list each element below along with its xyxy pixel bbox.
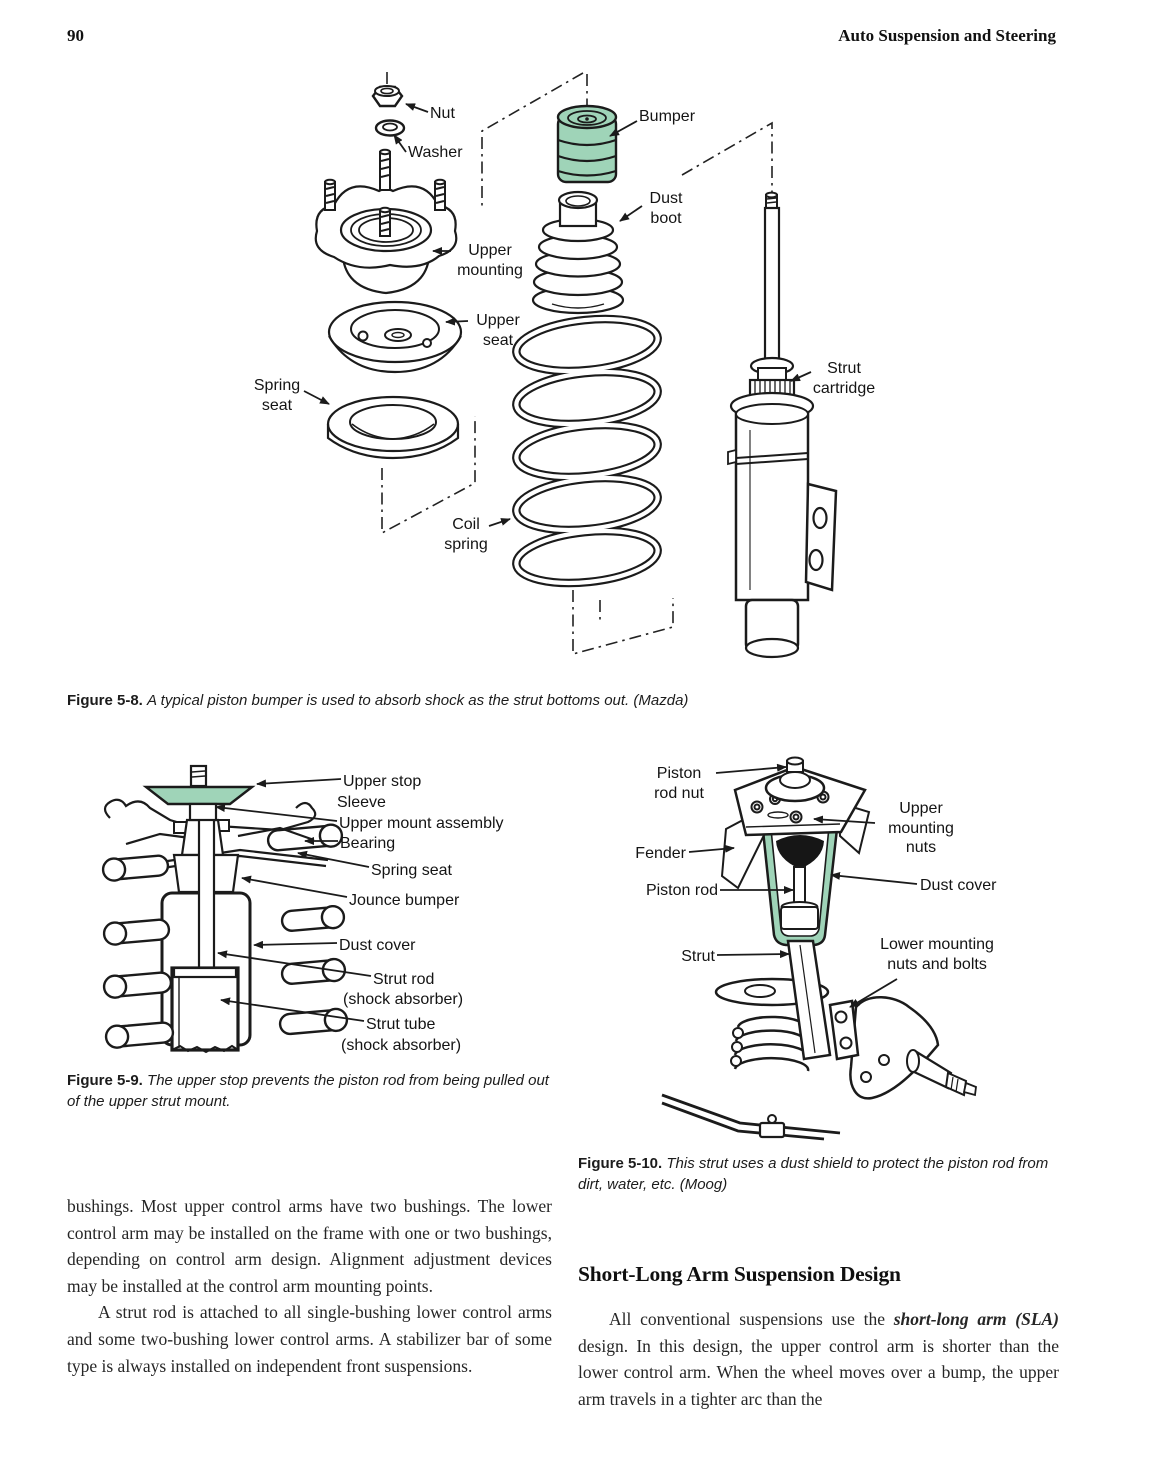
figure-5-10-caption-text: This strut uses a dust shield to protect… (578, 1155, 1049, 1193)
section-heading-sla: Short-Long Arm Suspension Design (578, 1262, 901, 1286)
label-dust-boot: Dust boot (649, 190, 683, 227)
label-bearing: Bearing (340, 835, 396, 852)
label-strut: Strut (681, 948, 715, 965)
page-number: 90 (67, 26, 84, 45)
upper-seat-drawing (327, 300, 463, 374)
label-spring-seat-59: Spring seat (371, 862, 452, 879)
figure-5-9-strut-section-diagram: Upper stop Sleeve Upper mount assembly B… (90, 762, 575, 1067)
label-nut: Nut (430, 105, 455, 122)
label-upper-mounting: Upper mounting (457, 242, 523, 279)
label-spring-seat: Spring seat (253, 377, 301, 414)
upper-mounting-plate-drawing (733, 756, 867, 837)
figure-5-8-caption-text: A typical piston bumper is used to absor… (147, 692, 689, 709)
label-upper-mount-assembly: Upper mount assembly (339, 815, 504, 832)
label-fender: Fender (635, 845, 686, 862)
figure-5-10-strut-dust-shield-diagram: Piston rod nut Upper mounting nuts Fende… (610, 755, 1070, 1150)
upper-mounting-drawing (314, 148, 458, 295)
figure-5-8-leader-lines (303, 103, 812, 527)
label-dust-cover-59: Dust cover (339, 937, 416, 954)
figure-5-8-strut-exploded-diagram: Nut Washer Upper mounting Upper seat Spr… (230, 60, 930, 692)
paragraph-bushings: bushings. Most upper control arms have t… (67, 1196, 552, 1296)
bumper-drawing (556, 104, 618, 184)
label-strut-tube: Strut tube (366, 1016, 436, 1033)
label-jounce-bumper: Jounce bumper (349, 892, 460, 909)
washer-drawing (374, 119, 406, 137)
label-strut-tube-sub: (shock absorber) (341, 1037, 462, 1054)
label-piston-rod-nut: Piston rod nut (654, 765, 704, 802)
upper-mount-assembly-drawing (103, 798, 317, 846)
nut-drawing (371, 85, 404, 108)
left-column-text: bushings. Most upper control arms have t… (67, 1193, 552, 1379)
figure-5-8-drawing (303, 72, 838, 659)
spring-seat-drawing (326, 395, 460, 460)
figure-5-9-drawing (101, 764, 372, 1054)
coil-spring-drawing (512, 314, 662, 588)
figure-5-9-caption-number: Figure 5-9. (67, 1072, 143, 1089)
figure-5-9-caption-text: The upper stop prevents the piston rod f… (67, 1072, 549, 1110)
strut-tube-drawing (170, 966, 240, 1054)
label-upper-seat: Upper seat (476, 312, 520, 349)
label-upper-mounting-nuts: Upper mounting nuts (888, 800, 954, 857)
label-lower-mounting-nuts: Lower mounting nuts and bolts (880, 936, 994, 973)
figure-5-8-caption: Figure 5-8. A typical piston bumper is u… (67, 691, 897, 712)
label-strut-rod-sub: (shock absorber) (343, 991, 464, 1008)
label-strut-cartridge: Strut cartridge (812, 360, 876, 397)
label-coil-spring: Coil spring (444, 516, 488, 553)
label-upper-stop: Upper stop (343, 773, 422, 790)
knuckle-and-spindle-drawing (661, 939, 977, 1141)
sla-text-pre: All conventional suspensions use the (609, 1309, 894, 1329)
coil-section-tubes-right (266, 823, 349, 1036)
figure-5-10-caption-number: Figure 5-10. (578, 1155, 663, 1172)
dust-cover-drawing-510 (760, 818, 840, 947)
label-sleeve: Sleeve (337, 794, 386, 811)
figure-5-10-leader-lines (688, 763, 918, 1008)
strut-rod-drawing (197, 812, 216, 972)
running-head: Auto Suspension and Steering (838, 26, 1056, 45)
label-piston-rod: Piston rod (645, 882, 718, 899)
upper-stop-drawing (142, 764, 256, 822)
figure-5-10-drawing (661, 756, 977, 1141)
paragraph-strut-rod: A strut rod is attached to all single-bu… (67, 1302, 552, 1376)
dust-boot-drawing (531, 190, 625, 315)
paragraph-sla: All conventional suspensions use the sho… (578, 1306, 1059, 1412)
coil-section-tubes-left (101, 854, 175, 1049)
label-bumper: Bumper (639, 108, 696, 125)
sla-term-bold: short-long arm (SLA) (893, 1309, 1060, 1329)
figure-5-8-caption-number: Figure 5-8. (67, 692, 143, 709)
label-dust-cover-510: Dust cover (920, 877, 997, 894)
figure-5-9-leader-lines (215, 778, 372, 1022)
construction-lines (381, 72, 773, 656)
label-strut-rod: Strut rod (373, 971, 435, 988)
figure-5-10-caption: Figure 5-10. This strut uses a dust shie… (578, 1154, 1064, 1195)
figure-5-9-caption: Figure 5-9. The upper stop prevents the … (67, 1071, 559, 1112)
strut-cartridge-drawing (727, 191, 838, 659)
label-washer: Washer (408, 144, 463, 161)
sla-text-post: design. In this design, the upper contro… (578, 1335, 1059, 1409)
right-column-text: All conventional suspensions use the sho… (578, 1306, 1059, 1412)
